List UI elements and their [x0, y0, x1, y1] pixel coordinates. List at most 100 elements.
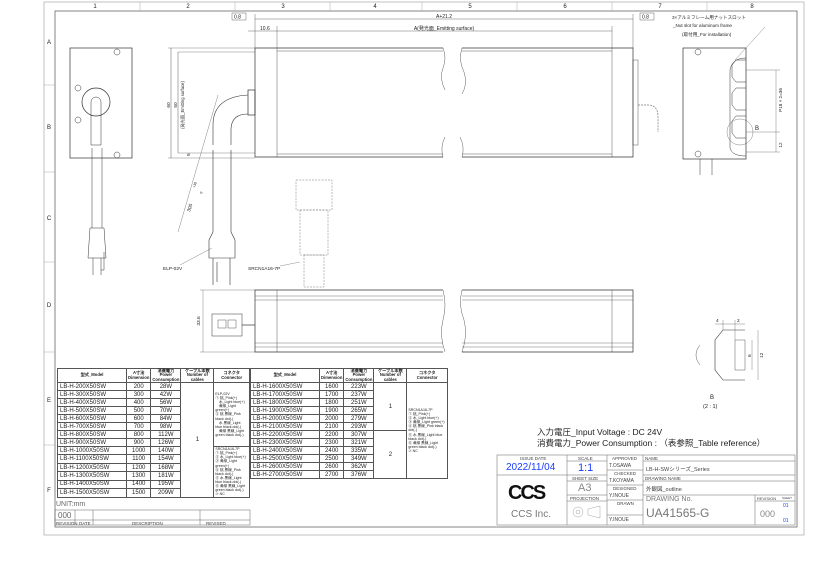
cell-model: LB-H-1600X50SW [250, 382, 320, 391]
outer-frame [43, 1, 805, 536]
cell-dim: 2100 [318, 422, 345, 431]
company-name: CCS Inc. [511, 509, 552, 520]
detail-title: B [710, 395, 714, 401]
sheet-size-label: SHEET SIZE [572, 476, 599, 481]
cell-model: LB-H-2700X50SW [250, 470, 320, 479]
issue-date-label: ISSUE DATE [520, 456, 547, 461]
dim-detail-h1: 6 [747, 354, 753, 357]
dim-emitting-height-note: (発光面_Emitting surface) [179, 81, 186, 129]
label-detail-marker: B [755, 126, 759, 132]
cell-power: 362W [343, 462, 375, 471]
header-power: 消費電力 Power Consumption [343, 368, 375, 383]
front-view-body [247, 47, 659, 158]
connector-pin-line: ① 桃_Pink(+) [215, 395, 238, 400]
cell-power: 223W [343, 382, 375, 391]
note-input-voltage: 入力電圧_Input Voltage : DC 24V [537, 427, 663, 437]
cell-model: LB-H-1400X50SW [57, 479, 127, 490]
connector-pin-line: ② 桃 黒線_Pink black dot(-) [215, 412, 241, 421]
cell-model: LB-H-2600X50SW [250, 462, 320, 471]
unit-label: UNIT:mm [56, 501, 86, 508]
designed-label: DESIGNED [613, 486, 637, 491]
sheet-label: SHEET [782, 496, 793, 500]
cell-model: LB-H-600X50SW [57, 414, 127, 423]
cell-model: LB-H-1900X50SW [250, 406, 320, 415]
grid-ticks [44, 2, 708, 446]
cell-power: 112W [150, 430, 182, 439]
grid-rows: A B C D E F [47, 40, 52, 494]
cell-power: 140W [150, 445, 182, 456]
cell-model: LB-H-700X50SW [57, 422, 127, 431]
cell-power: 293W [343, 422, 375, 431]
cell-power: 349W [343, 454, 375, 463]
model-table-right: 型式_Model A寸法 Dimension 消費電力 Power Consum… [250, 368, 448, 479]
approved-name: T.OSAWA [609, 463, 632, 469]
grid-col-1: 1 [93, 4, 97, 10]
dim-emitting-length: A(発光面_Emitting surface) [414, 25, 475, 32]
approved-label: APPROVED [612, 456, 638, 461]
cell-model: LB-H-1500X50SW [57, 488, 127, 498]
sheet-total: 01 [783, 518, 789, 524]
header-dimension: A寸法 Dimension [318, 368, 345, 383]
cell-dim: 1100 [125, 454, 152, 464]
cell-power: 181W [150, 471, 182, 481]
left-end-view [69, 47, 133, 275]
connector-pin-line: ① 桃_Pink(+) [215, 451, 238, 456]
dim-detail-w2: 2 [737, 318, 740, 324]
drawing-no-label: DRAWING No. [646, 496, 693, 503]
cell-cables: 1 [180, 382, 215, 498]
connector-pin-line: ③ 黄緑_Light green(+) [408, 420, 445, 425]
grid-columns: 1 2 3 4 5 6 7 8 [93, 4, 754, 10]
drawn-name: Y.INOUE [609, 517, 629, 523]
cell-dim: 1300 [125, 471, 152, 481]
cell-model: LB-H-2000X50SW [250, 414, 320, 423]
connector-pin-line: 水_Light blue(+) [215, 400, 245, 405]
cell-power: 335W [343, 446, 375, 455]
cell-power: 307W [343, 430, 375, 439]
connector-pin-line: ② 水_Light blue(+) [215, 455, 246, 460]
dim-slot-offset: 12 [778, 142, 783, 148]
label-connector-elp: ELP-02V [163, 266, 183, 272]
cell-power: 209W [150, 488, 182, 498]
side-cable [168, 47, 255, 285]
top-dimensions [248, 14, 634, 48]
cell-power: 195W [150, 479, 182, 490]
cell-dim: 400 [125, 398, 152, 407]
cell-power: 251W [343, 398, 375, 407]
rev-header-description: DESCRIPTION [132, 520, 163, 526]
label-connector-srcn: SRCN1A16-7P [248, 266, 280, 272]
dim-inset: 10.6 [260, 26, 270, 32]
grid-row-a: A [47, 40, 51, 46]
cell-model: LB-H-400X50SW [57, 398, 127, 407]
revision-block-grid [54, 509, 251, 526]
cell-power: 84W [150, 414, 182, 423]
cell-power: 98W [150, 422, 182, 431]
header-connector: コネクタ Connector [406, 368, 448, 383]
revision-label: REVISION [757, 496, 777, 501]
label-nut-slot-use: (取付用_For installation) [682, 31, 732, 38]
cell-power: 265W [343, 406, 375, 415]
dim-bottom-gap: 5 [186, 153, 192, 156]
checked-name: T.KOYAMA [609, 478, 634, 484]
header-dimension: A寸法 Dimension [125, 368, 152, 383]
sheet-number: 01 [783, 503, 789, 509]
cell-power: 168W [150, 462, 182, 473]
grid-col-5: 5 [468, 4, 472, 10]
cell-model: LB-H-500X50SW [57, 406, 127, 415]
cell-model: LB-H-1300X50SW [57, 471, 127, 481]
header-power: 消費電力 Power Consumption [150, 368, 182, 383]
cell-model: LB-H-900X50SW [57, 438, 127, 447]
header-model: 型式_Model [250, 368, 320, 383]
grid-row-e: E [47, 398, 51, 404]
drawing-name-label: DRAWING NAME [645, 476, 681, 481]
product-name: LB-H-SWシリーズ_Series [646, 467, 710, 473]
connector-pin-line: 水 黒線_Light blue black dot(-) [215, 420, 242, 429]
cell-dim: 2300 [318, 438, 345, 447]
cell-cables: 2 [373, 430, 408, 479]
label-nut-slot-jp: 3×アルミフレーム用ナットスロット [672, 15, 746, 21]
cell-model: LB-H-1800X50SW [250, 398, 320, 407]
connector-pin-line: ⑦ NC [408, 449, 418, 454]
cell-dim: 600 [125, 414, 152, 423]
